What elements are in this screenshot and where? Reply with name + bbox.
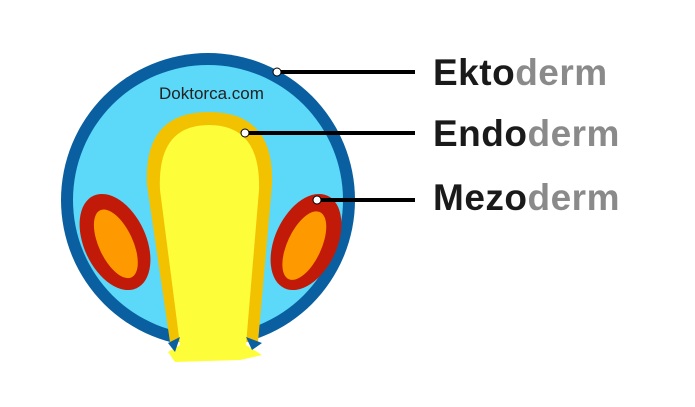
label-suffix: derm (515, 52, 608, 93)
label-prefix: Mezo (433, 177, 528, 218)
mesoderm-left (79, 193, 151, 291)
blastopore-lip-right (246, 337, 262, 350)
label-mezoderm: Mezoderm (433, 178, 620, 218)
mesoderm-right (270, 193, 342, 291)
pointer-dots (240, 67, 322, 205)
label-endoderm: Endoderm (433, 114, 620, 154)
archenteron (159, 125, 262, 362)
watermark: Doktorca.com (159, 84, 264, 103)
label-suffix: derm (527, 177, 620, 218)
label-suffix: derm (527, 113, 620, 154)
leader-lines (245, 70, 415, 202)
blastopore-lip-left (168, 337, 180, 352)
label-prefix: Ekto (433, 52, 516, 93)
label-ektoderm: Ektoderm (433, 53, 608, 93)
label-prefix: Endo (433, 113, 528, 154)
